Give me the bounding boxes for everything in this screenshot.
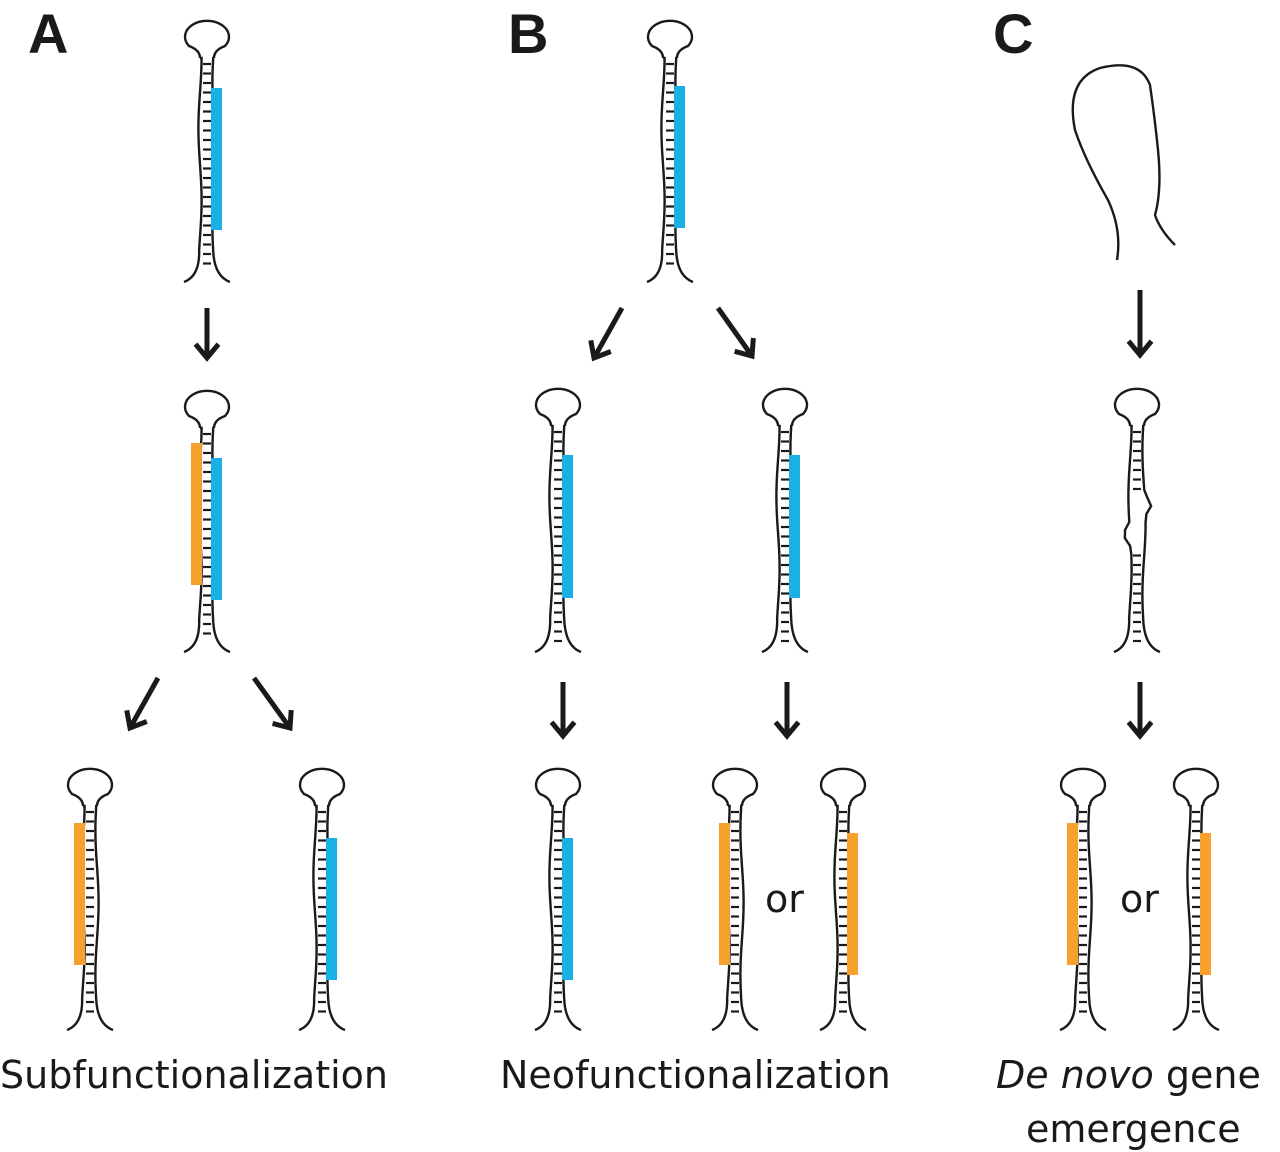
hairpin-c-emerging bbox=[1113, 387, 1161, 654]
arrow-down-left-icon bbox=[124, 676, 161, 732]
hairpin-c-left bbox=[1059, 767, 1107, 1032]
terminal-loop bbox=[761, 387, 809, 427]
arrow-down-right-icon bbox=[715, 306, 756, 360]
mature-mirna-blue bbox=[326, 838, 337, 980]
panel-label-c: C bbox=[993, 2, 1034, 65]
stem-left-strand bbox=[761, 424, 781, 654]
mature-mirna-orange bbox=[74, 823, 85, 965]
stem-left-strand bbox=[183, 56, 203, 284]
stem-right-strand bbox=[1087, 804, 1107, 1032]
arrow-down-icon bbox=[193, 308, 221, 362]
mature-mirna-orange bbox=[191, 443, 202, 585]
caption-subfunctionalization: Subfunctionalization bbox=[0, 1053, 388, 1097]
panel-label-b: B bbox=[508, 2, 549, 65]
stem-right-strand bbox=[739, 804, 759, 1032]
hairpin-c-right bbox=[1172, 767, 1220, 1032]
hairpin-b-left-copy bbox=[534, 387, 582, 654]
terminal-loop bbox=[1172, 767, 1220, 807]
hairpin-a-duplicated bbox=[183, 389, 231, 654]
mature-mirna-orange bbox=[1067, 823, 1078, 965]
arrow-down-icon bbox=[773, 682, 801, 740]
hairpin-b-right-copy bbox=[761, 387, 809, 654]
mature-mirna-orange bbox=[847, 833, 858, 975]
hairpin-a-ancestral bbox=[183, 19, 231, 284]
unstructured-rna bbox=[1071, 64, 1176, 261]
stem-left-strand bbox=[534, 804, 554, 1032]
hairpin-b-ancestral bbox=[646, 19, 694, 284]
caption-de-novo-rest: gene bbox=[1153, 1053, 1261, 1097]
mature-mirna-orange bbox=[719, 823, 730, 965]
caption-emergence: emergence bbox=[1026, 1107, 1241, 1151]
terminal-loop bbox=[534, 767, 582, 807]
arrow-down-icon bbox=[1126, 290, 1154, 359]
terminal-loop bbox=[298, 767, 346, 807]
stem-left-strand bbox=[646, 56, 666, 284]
stem-left-strand bbox=[298, 804, 318, 1032]
hairpin-a-left bbox=[66, 767, 114, 1032]
stem-left-strand bbox=[1172, 804, 1192, 1032]
hairpin-b-conserved bbox=[534, 767, 582, 1032]
mature-mirna-blue bbox=[211, 88, 222, 230]
stem-right-strand bbox=[1141, 424, 1161, 654]
stem-right-strand bbox=[94, 804, 114, 1032]
caption-de-novo: De novo gene bbox=[996, 1056, 1261, 1094]
terminal-loop bbox=[646, 19, 694, 59]
terminal-loop bbox=[66, 767, 114, 807]
mature-mirna-blue bbox=[562, 838, 573, 980]
terminal-loop bbox=[183, 389, 231, 429]
hairpin-b-neo-left bbox=[711, 767, 759, 1032]
or-label-b: or bbox=[765, 877, 804, 921]
terminal-loop bbox=[1059, 767, 1107, 807]
terminal-loop bbox=[711, 767, 759, 807]
mature-mirna-blue bbox=[674, 86, 685, 228]
arrow-down-icon bbox=[549, 682, 577, 740]
terminal-loop bbox=[1113, 387, 1161, 427]
arrow-down-left-icon bbox=[588, 306, 625, 362]
caption-de-novo-italic: De novo bbox=[996, 1053, 1154, 1097]
mature-mirna-blue bbox=[211, 458, 222, 600]
caption-neofunctionalization: Neofunctionalization bbox=[500, 1053, 891, 1097]
mature-mirna-blue bbox=[789, 455, 800, 598]
stem-left-strand bbox=[534, 424, 554, 654]
mature-mirna-orange bbox=[1200, 833, 1211, 975]
terminal-loop bbox=[534, 387, 582, 427]
stem-left-strand bbox=[819, 804, 839, 1032]
panel-label-a: A bbox=[28, 2, 69, 65]
stem-left-strand bbox=[1113, 424, 1133, 654]
terminal-loop bbox=[819, 767, 867, 807]
hairpin-b-neo-right bbox=[819, 767, 867, 1032]
mature-mirna-blue bbox=[562, 455, 573, 598]
arrow-down-right-icon bbox=[251, 676, 294, 732]
terminal-loop bbox=[183, 19, 231, 59]
hairpin-a-right bbox=[298, 767, 346, 1032]
arrow-down-icon bbox=[1126, 682, 1154, 740]
or-label-c: or bbox=[1120, 877, 1159, 921]
